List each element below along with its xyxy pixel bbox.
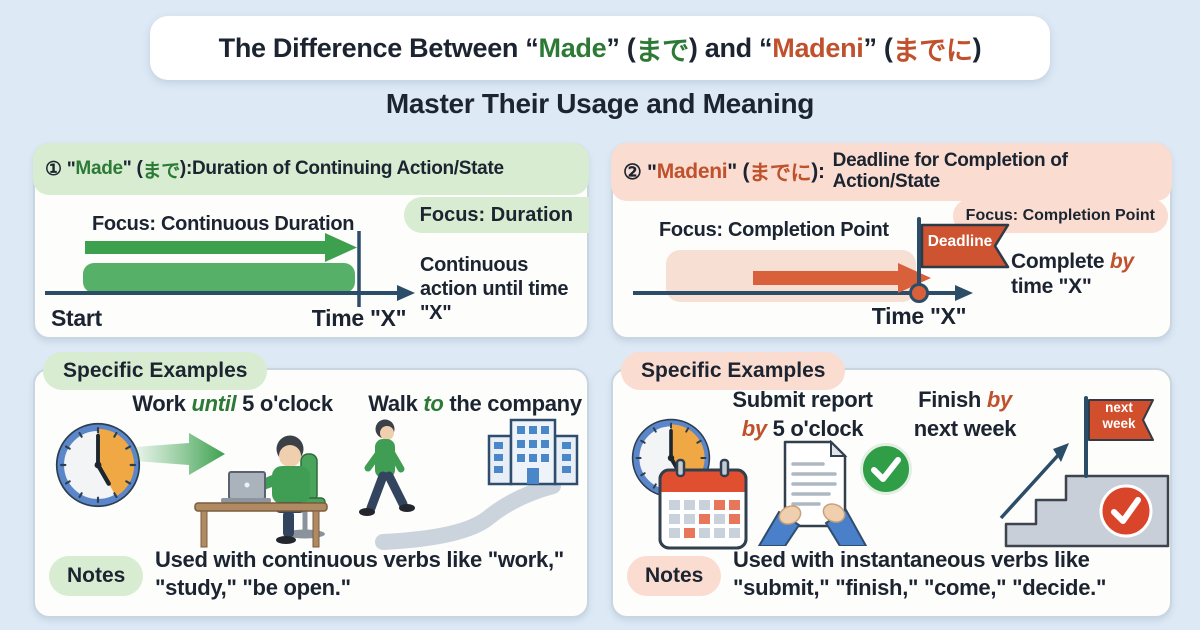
- title-segment-madeni: Madeni: [772, 32, 864, 63]
- madeni-side-note: Complete by time "X": [1011, 249, 1171, 299]
- example-text: 5 o'clock: [766, 415, 864, 441]
- example-work-until-heading: Work until 5 o'clock: [105, 390, 360, 419]
- madeni-timeline-diagram: [633, 217, 1010, 303]
- madeni-examples-panel: Specific Examples Submit report by 5 o'c…: [611, 352, 1172, 618]
- made-panel-header: ① "Made" (まで): Duration of Continuing Ac…: [33, 143, 589, 195]
- title-segment-madeni-kana: までに: [892, 35, 973, 66]
- green-arrow-icon: [135, 433, 225, 475]
- made-side-note: Continuous action until time "X": [420, 254, 569, 324]
- next-week-flag-label: next week: [1102, 400, 1136, 431]
- title-segment-made: Made: [538, 32, 607, 63]
- title-segment: ): [972, 32, 982, 63]
- clock-icon: [55, 422, 141, 508]
- example-text: next week: [913, 415, 1017, 441]
- example-keyword: by: [741, 415, 767, 441]
- deadline-flag-icon: [920, 223, 1010, 269]
- madeni-examples-tab: Specific Examples: [621, 352, 846, 390]
- madeni-note-post: time "X": [1011, 275, 1092, 299]
- made-timeline-diagram: [45, 231, 415, 307]
- check-green-icon: [860, 443, 912, 495]
- title-segment: ) and “: [688, 32, 773, 63]
- check-red-icon: [1099, 484, 1153, 538]
- desk-worker-illustration: [194, 435, 328, 548]
- madeni-header-desc: Deadline for Completion of Action/State: [832, 150, 1068, 192]
- calendar-icon: [658, 458, 748, 550]
- made-diagram-panel: ① "Made" (まで): Duration of Continuing Ac…: [33, 143, 589, 339]
- madeni-header-mid: " (: [727, 160, 750, 183]
- title-banner: The Difference Between “Made” (まで) and “…: [150, 16, 1050, 80]
- example-text: 5 o'clock: [236, 391, 333, 416]
- madeni-header-kana: までに: [749, 162, 812, 185]
- start-label: Start: [51, 305, 102, 331]
- next-week-flag-icon: [1088, 399, 1154, 441]
- made-examples-tab: Specific Examples: [43, 352, 268, 390]
- desk: [194, 502, 328, 512]
- document-hands-icon: [757, 440, 868, 546]
- made-header-term: Made: [75, 158, 123, 179]
- focus-duration-badge: Focus: Duration: [403, 197, 589, 233]
- made-focus-label: Focus: Continuous Duration: [92, 213, 355, 235]
- madeni-header-term: Madeni: [656, 160, 728, 183]
- made-header-suffix: ):: [179, 158, 192, 179]
- madeni-focus-label: Focus: Completion Point: [659, 219, 889, 241]
- time-x-label: Time "X": [311, 305, 407, 331]
- madeni-diagram-panel: ② "Madeni" (までに): Deadline for Completio…: [611, 143, 1172, 339]
- example-submit-heading: Submit report by 5 o'clock: [695, 386, 910, 443]
- title-segment: ” (: [606, 32, 636, 63]
- made-header-mid: " (: [122, 158, 143, 179]
- example-keyword: by: [986, 387, 1012, 412]
- madeni-header-prefix: ② ": [623, 160, 657, 184]
- page-subtitle: Master Their Usage and Meaning: [385, 88, 815, 119]
- madeni-notes-pill: Notes: [627, 556, 722, 596]
- deadline-flag-label: Deadline: [927, 233, 993, 250]
- title-segment: The Difference Between “: [218, 32, 539, 63]
- title-segment: ” (: [863, 32, 893, 63]
- duration-bar: [83, 263, 355, 293]
- example-text: Work: [132, 391, 192, 416]
- path: [375, 478, 561, 550]
- walker: [359, 419, 415, 516]
- example-text: the company: [443, 391, 582, 416]
- example-text: Walk: [368, 391, 424, 416]
- rising-arrow-icon: [999, 450, 1063, 520]
- example-walk-to-heading: Walk to the company: [360, 390, 590, 419]
- madeni-note-by: by: [1109, 250, 1134, 273]
- duration-arrow-icon: [85, 241, 325, 254]
- made-header-desc: Duration of Continuing Action/State: [191, 158, 504, 179]
- walking-person-illustration: [359, 418, 579, 550]
- made-notes-pill: Notes: [49, 556, 144, 596]
- made-header-prefix: ① ": [45, 158, 76, 180]
- made-examples-panel: Specific Examples Work until 5 o'clock W…: [33, 352, 590, 618]
- completion-arrow-icon: [753, 271, 898, 285]
- madeni-note-pre: Complete: [1011, 250, 1110, 273]
- deadline-point-marker: [909, 283, 929, 303]
- made-notes-text: Used with continuous verbs like "work," …: [155, 547, 564, 601]
- madeni-header-suffix: ):: [811, 160, 825, 183]
- office-building-icon: [487, 418, 579, 486]
- example-finish-heading: Finish by next week: [885, 386, 1045, 443]
- focus-completion-badge: Focus: Completion Point: [952, 199, 1168, 233]
- example-text: Submit report: [732, 387, 873, 412]
- stairs-icon: [999, 396, 1170, 548]
- title-segment-made-kana: まで: [635, 35, 689, 66]
- example-text: Finish: [918, 387, 987, 412]
- example-keyword: until: [191, 391, 237, 416]
- example-keyword: to: [423, 391, 444, 416]
- time-x-label: Time "X": [871, 303, 967, 329]
- madeni-notes-text: Used with instantaneous verbs like "subm…: [733, 547, 1107, 601]
- madeni-panel-header: ② "Madeni" (までに): Deadline for Completio…: [611, 143, 1172, 201]
- made-header-kana: まで: [142, 160, 181, 182]
